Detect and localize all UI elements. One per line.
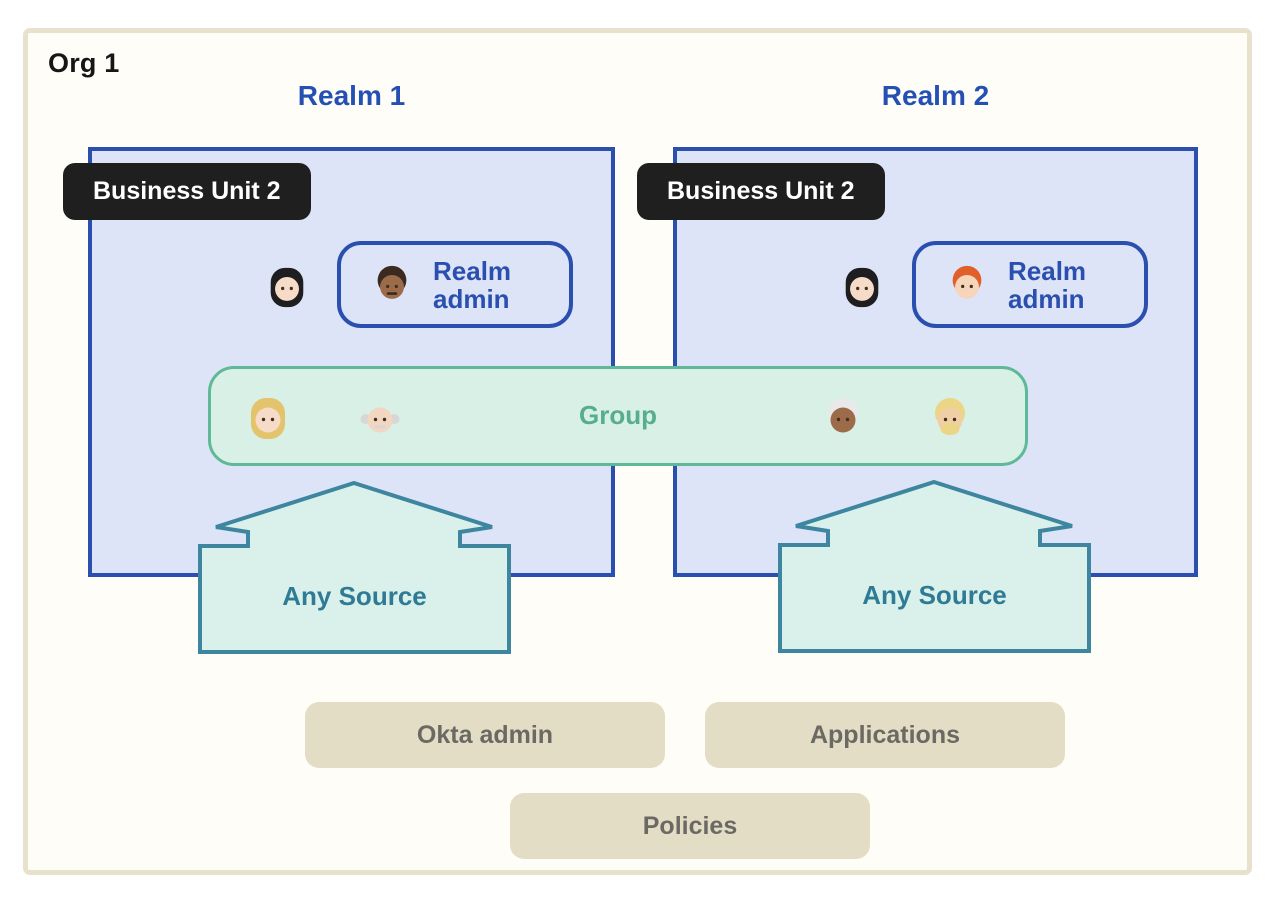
realm-2-admin-emoji [944, 262, 990, 308]
any-source-label-1: Any Source [282, 581, 427, 611]
okta-admin-button: Okta admin [305, 702, 665, 768]
up-arrow-shape [778, 480, 1091, 653]
group-member-2-emoji [356, 394, 404, 442]
business-unit-badge-realm-2: Business Unit 2 [637, 163, 885, 220]
applications-button: Applications [705, 702, 1065, 768]
any-source-label-2: Any Source [862, 580, 1007, 610]
realm-2-admin-box: Realm admin [912, 241, 1148, 328]
realm-2-title: Realm 2 [881, 80, 990, 111]
realm-2-user-emoji [839, 264, 885, 310]
group-bar: Group [208, 366, 1028, 466]
realm-1-admin-label: Realm admin [433, 255, 512, 314]
realm-2-admin-label: Realm admin [1008, 255, 1087, 314]
any-source-arrow-realm-2: Any Source [778, 480, 1091, 653]
up-arrow-shape [198, 481, 511, 654]
group-label: Group [579, 399, 657, 430]
org-label: Org 1 [48, 48, 120, 78]
realm-1-admin-box: Realm admin [337, 241, 573, 328]
business-unit-badge-realm-1: Business Unit 2 [63, 163, 311, 220]
policies-button: Policies [510, 793, 870, 859]
group-member-3-emoji [819, 394, 867, 442]
any-source-arrow-realm-1: Any Source [198, 481, 511, 654]
realm-1-title: Realm 1 [297, 80, 406, 111]
group-member-4-emoji [926, 394, 974, 442]
realm-1-admin-emoji [369, 262, 415, 308]
realm-1-user-emoji [264, 264, 310, 310]
group-member-1-emoji [244, 394, 292, 442]
